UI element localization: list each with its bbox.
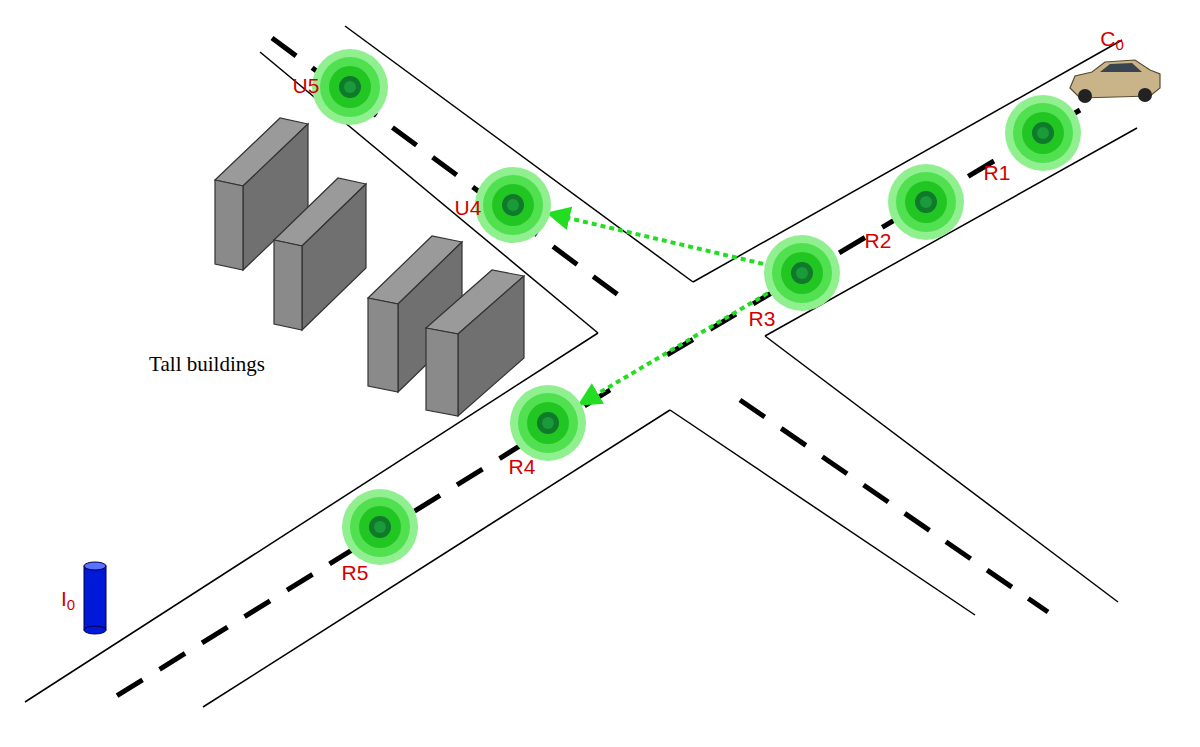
rsu-node: R3 — [764, 235, 840, 311]
node-label: U4 — [455, 197, 482, 218]
node-label: R4 — [509, 456, 536, 477]
green-circle — [764, 235, 840, 311]
object-label: I0 — [61, 588, 75, 613]
green-circle — [888, 164, 964, 240]
rsu-node: R5 — [342, 489, 418, 565]
node-label: U5 — [293, 75, 320, 96]
broadcast-arrow — [584, 293, 767, 401]
green-circle — [475, 167, 551, 243]
infrastructure-cylinder — [84, 562, 106, 634]
area-label: Tall buildings — [149, 354, 265, 375]
green-circle — [312, 49, 388, 125]
node-label: R2 — [865, 230, 892, 251]
node-label: R1 — [984, 162, 1011, 183]
green-circle — [510, 385, 586, 461]
node-label: R5 — [342, 562, 369, 583]
rsu-node: R4 — [510, 385, 586, 461]
green-circle — [1005, 95, 1081, 171]
lane-markings — [110, 38, 1080, 700]
rsu-node: U5 — [312, 49, 388, 125]
object-label: C0 — [1100, 28, 1124, 53]
green-circle — [342, 489, 418, 565]
road-edges — [25, 26, 1137, 707]
rsu-node: R2 — [888, 164, 964, 240]
broadcast-arrow — [554, 215, 763, 264]
car-icon — [1070, 60, 1160, 103]
rsu-node: U4 — [475, 167, 551, 243]
node-label: R3 — [749, 308, 776, 329]
rsu-node: R1 — [1005, 95, 1081, 171]
